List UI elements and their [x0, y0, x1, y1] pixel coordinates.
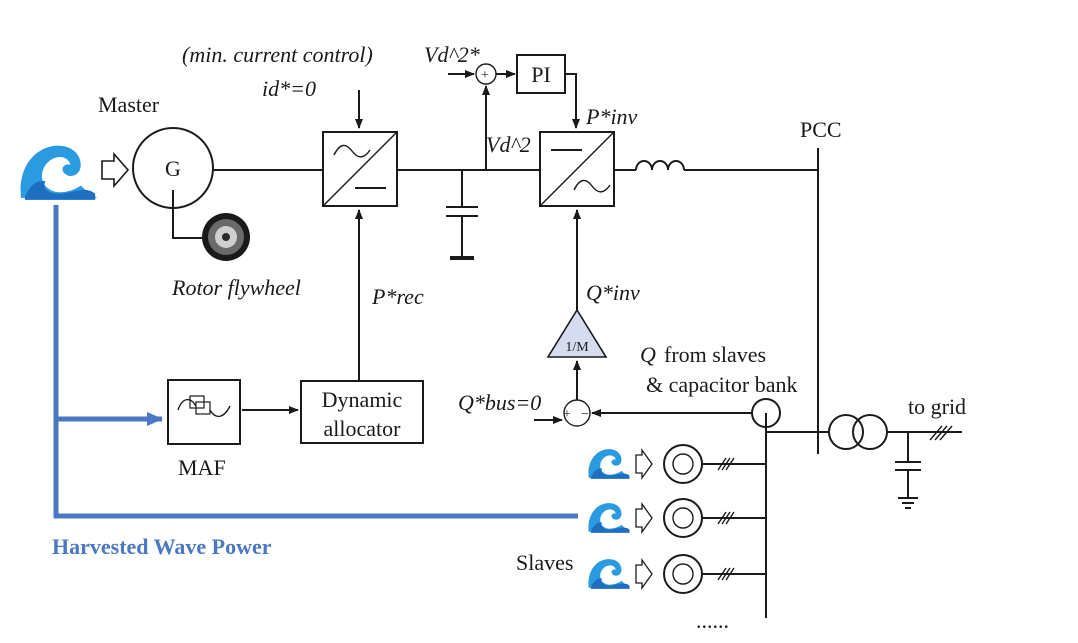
min-current-label: (min. current control): [182, 42, 373, 67]
id-ref-label: id*=0: [262, 76, 316, 101]
pi-controller: PI: [516, 54, 566, 94]
harvested-power-lines: [53, 205, 578, 519]
dynamic-label: Dynamic: [322, 387, 403, 412]
q-summing-junction: + −: [563, 399, 591, 427]
svg-text:+: +: [481, 68, 489, 83]
harvested-wave-power-label: Harvested Wave Power: [52, 534, 272, 559]
grid-capacitor: [895, 432, 921, 509]
dc-link-capacitor: [446, 170, 478, 260]
rotor-flywheel-label: Rotor flywheel: [171, 275, 301, 300]
q-capacitor-bank-label: & capacitor bank: [646, 372, 798, 397]
gain-label: 1/M: [565, 340, 589, 355]
transformer: [828, 414, 888, 450]
svg-text:−: −: [581, 407, 589, 422]
rectifier-converter: [322, 131, 398, 207]
vd-summing-junction: +: [475, 63, 497, 85]
inductor: [635, 160, 685, 171]
q-symbol-label: Q: [640, 342, 656, 367]
dynamic-allocator-block: Dynamic allocator: [300, 380, 424, 444]
maf-label: MAF: [178, 455, 226, 480]
maf-block: [167, 379, 241, 445]
q-bus-label: Q*bus=0: [458, 390, 541, 415]
pi-label: PI: [531, 62, 551, 87]
gain-block: 1/M: [546, 308, 608, 358]
input-arrow-icon: [101, 151, 130, 189]
to-grid-label: to grid: [908, 394, 966, 419]
pcc-label: PCC: [800, 117, 842, 142]
slaves-label: Slaves: [516, 550, 573, 575]
q-from-slaves-label: from slaves: [664, 342, 766, 367]
master-label: Master: [98, 92, 160, 117]
allocator-label: allocator: [324, 416, 402, 441]
slave-unit-3: [588, 554, 766, 594]
inverter-converter: [539, 131, 615, 207]
q-inv-label: Q*inv: [586, 280, 640, 305]
more-slaves-dots: ......: [696, 608, 729, 633]
slave-unit-2: [588, 498, 766, 538]
svg-text:+: +: [563, 407, 571, 422]
p-rec-label: P*rec: [371, 284, 424, 309]
vd2-label: Vd^2: [486, 132, 531, 157]
rotor-flywheel-icon: [202, 213, 250, 261]
slave-unit-1: [588, 444, 766, 484]
generator-label: G: [165, 156, 181, 181]
p-inv-label: P*inv: [585, 104, 638, 129]
vd2-ref-label: Vd^2*: [424, 42, 480, 67]
master-wave-icon: [20, 145, 98, 200]
